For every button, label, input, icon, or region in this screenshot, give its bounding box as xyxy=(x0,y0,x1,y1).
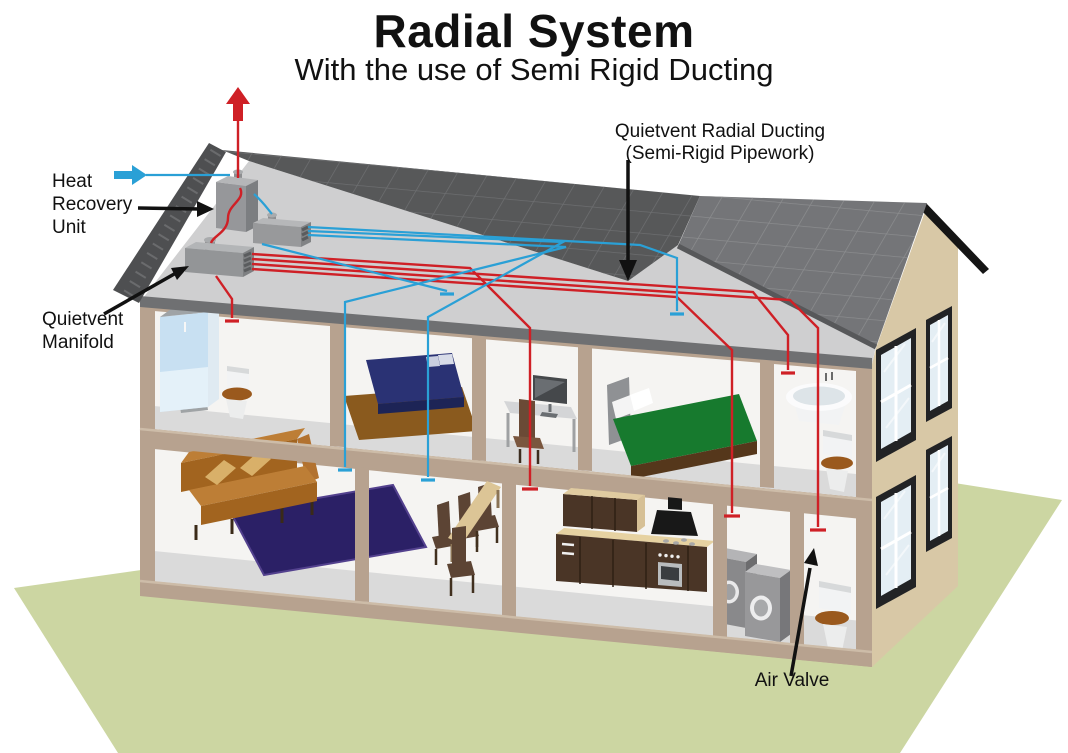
dining-set xyxy=(432,481,501,596)
page-title: Radial System xyxy=(373,5,695,57)
toilet xyxy=(815,581,851,651)
window xyxy=(926,436,952,552)
label-quietvent-manifold: Quietvent Manifold xyxy=(42,309,124,353)
window xyxy=(876,475,916,609)
wall-framing xyxy=(139,302,873,667)
manifold-extract xyxy=(253,212,311,247)
intake-arrow xyxy=(114,165,147,185)
office-desk xyxy=(504,375,577,464)
gable-wall xyxy=(872,203,989,667)
oven xyxy=(658,553,682,587)
toilet xyxy=(821,430,853,492)
extract-ducting xyxy=(146,173,684,482)
manifold-supply xyxy=(185,237,254,277)
bed-blue xyxy=(344,353,477,440)
hru-pointer xyxy=(137,206,201,211)
rear-fascia xyxy=(921,203,989,274)
eaves-strip xyxy=(140,296,872,369)
page-subtitle: With the use of Semi Rigid Ducting xyxy=(294,52,774,87)
bed-green xyxy=(607,377,757,479)
label-air-valve: Air Valve xyxy=(754,670,830,691)
office-chair xyxy=(519,399,535,440)
manifold-pointer xyxy=(103,271,177,316)
cutaway-front xyxy=(139,302,873,667)
label-radial-ducting: Quietvent Radial Ducting (Semi-Rigid Pip… xyxy=(552,121,888,165)
label-heat-recovery-unit: Heat Recovery Unit xyxy=(52,171,133,238)
shower-cubicle xyxy=(160,305,219,413)
label-radial-ducting-line1: Quietvent Radial Ducting xyxy=(614,121,826,142)
window xyxy=(926,306,952,422)
kitchen-units xyxy=(556,488,715,592)
air-valve-pointer xyxy=(789,567,812,677)
toilet xyxy=(222,366,252,419)
annotation-arrows xyxy=(103,160,818,677)
label-radial-ducting-line2: (Semi-Rigid Pipework) xyxy=(625,143,815,164)
window xyxy=(876,328,916,462)
exhaust-arrow xyxy=(226,87,250,121)
